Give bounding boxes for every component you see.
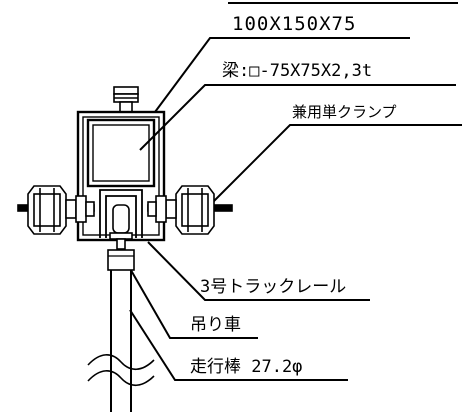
leader-dimension [154,37,410,113]
label-track-rail: 3号トラックレール [200,277,346,297]
label-trolley: 吊り車 [190,315,241,335]
label-rod: 走行棒 27.2φ [190,357,302,377]
label-dimension: 100X150X75 [232,13,356,35]
running-rod [87,249,155,412]
leader-track-rail [147,241,370,301]
leader-rod [129,309,348,381]
leader-trolley [127,264,258,339]
left-clamp [17,185,95,235]
label-clamp: 兼用単クランプ [292,103,397,121]
track-rail [99,189,143,238]
leader-beam [139,84,456,151]
leader-lines [127,37,462,381]
square-beam [86,118,156,188]
trolley [109,204,133,250]
label-beam: 梁:□-75X75X2,3t [222,61,372,81]
leader-clamp [204,124,462,211]
top-bolt [113,86,139,113]
right-clamp [147,185,233,235]
